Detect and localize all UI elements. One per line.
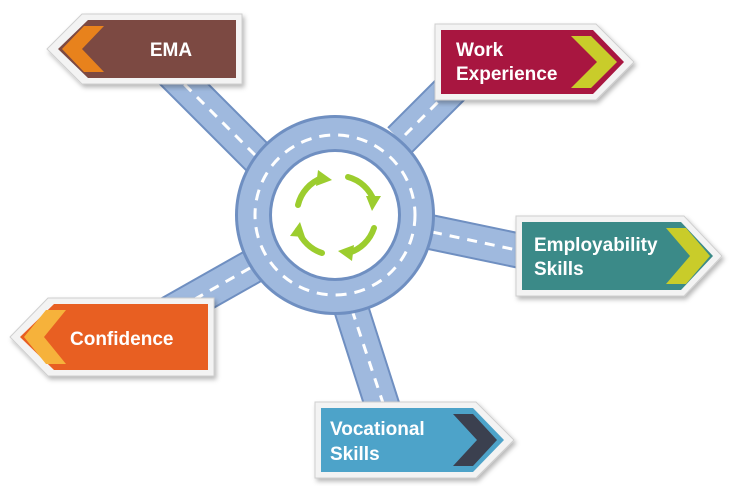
sign-work-experience-body <box>441 30 624 94</box>
sign-confidence-body <box>20 304 208 370</box>
sign-vocational-skills-body <box>321 408 504 472</box>
cycle-arrowheads <box>290 170 381 261</box>
left-arrow-icon <box>62 26 104 72</box>
right-arrow-icon <box>453 414 497 466</box>
sign-vocational-skills-line1: Vocational <box>330 419 425 440</box>
sign-employability-skills-line2: Skills <box>534 259 584 280</box>
sign-ema[interactable]: EMA <box>46 13 243 85</box>
sign-work-experience-line2: Experience <box>456 64 557 85</box>
sign-confidence[interactable]: Confidence <box>9 297 215 377</box>
sign-ema-body <box>58 20 236 78</box>
sign-work-experience-line1: Work <box>456 40 504 61</box>
sign-employability-skills-line1: Employability <box>534 235 658 256</box>
sign-vocational-skills-line2: Skills <box>330 444 380 465</box>
sign-work-experience[interactable]: Work Experience <box>434 23 635 101</box>
left-arrow-icon <box>24 310 66 364</box>
sign-employability-skills[interactable]: Employability Skills <box>515 215 723 297</box>
right-arrow-icon <box>666 228 710 284</box>
sign-confidence-label: Confidence <box>70 329 173 350</box>
sign-employability-skills-body <box>522 222 713 290</box>
roundabout-ring-dashes <box>253 133 417 297</box>
right-arrow-icon <box>571 36 617 88</box>
roundabout-island <box>272 152 398 278</box>
sign-vocational-skills[interactable]: Vocational Skills <box>314 401 515 479</box>
sign-ema-label: EMA <box>150 40 193 61</box>
